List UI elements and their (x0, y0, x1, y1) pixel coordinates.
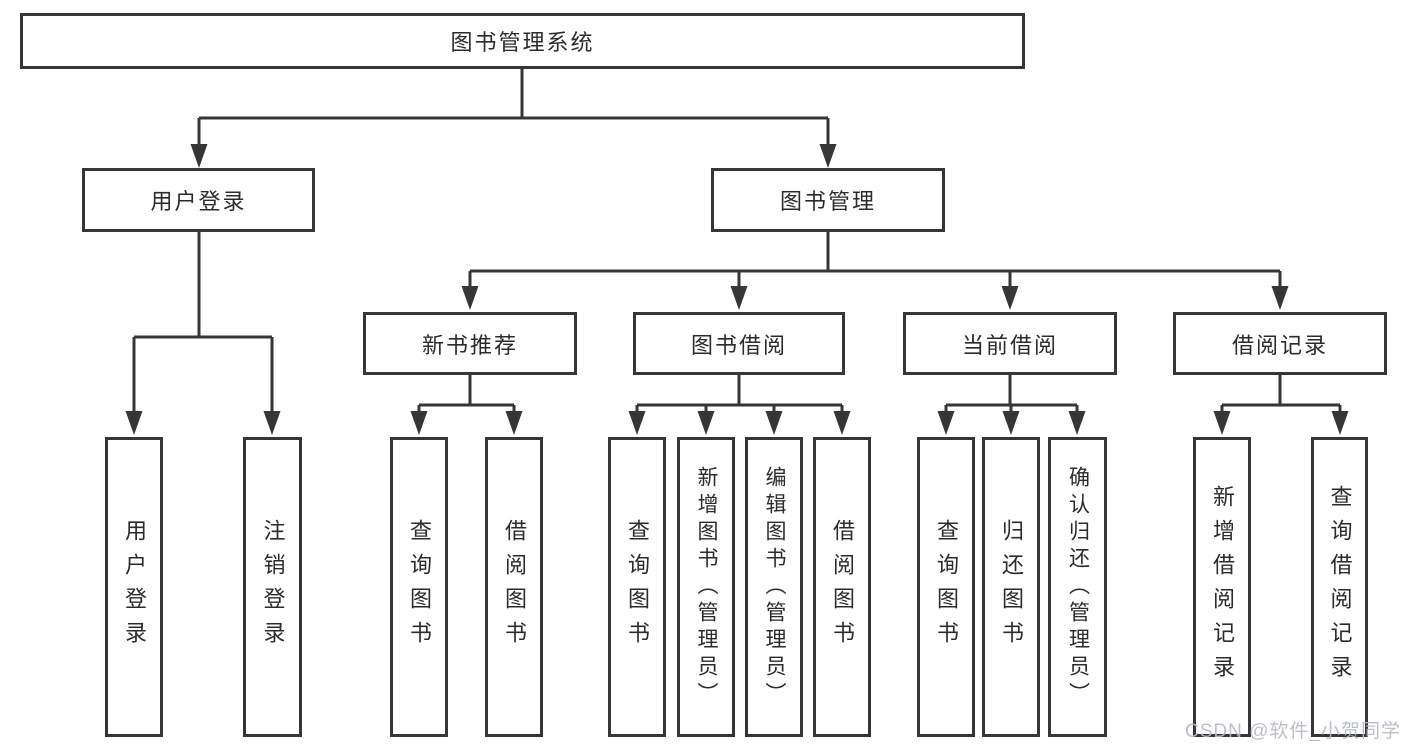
node-user-login: 用户登录 (82, 168, 315, 232)
node-leaf-query-borrow-record: 查询借阅记录 (1311, 437, 1368, 737)
node-leaf-logout: 注销登录 (243, 437, 302, 737)
node-leaf-add-borrow-record: 新增借阅记录 (1193, 437, 1251, 737)
node-leaf-edit-book-admin: 编辑图书（管理员） (745, 437, 803, 737)
node-leaf-return-books: 归还图书 (982, 437, 1040, 737)
node-library-system: 图书管理系统 (20, 13, 1025, 69)
node-leaf-add-book-admin: 新增图书（管理员） (677, 437, 735, 737)
node-leaf-borrow-books-2: 借阅图书 (813, 437, 871, 737)
node-current-borrow: 当前借阅 (903, 312, 1117, 375)
csdn-watermark: CSDN @软件_小贺同学 (1185, 721, 1401, 742)
node-leaf-query-books-2: 查询图书 (608, 437, 666, 737)
connector-borrow-records-children (1213, 375, 1349, 435)
connector-root-to-level2 (190, 69, 837, 168)
connector-book-borrow-children (628, 375, 851, 435)
node-leaf-query-books-3: 查询图书 (917, 437, 975, 737)
node-new-book-recommend: 新书推荐 (363, 312, 577, 375)
node-book-management: 图书管理 (711, 168, 945, 232)
node-leaf-confirm-return-admin: 确认归还（管理员） (1048, 437, 1107, 737)
node-leaf-borrow-books-1: 借阅图书 (485, 437, 543, 737)
connector-user-login-children (125, 232, 281, 435)
node-borrow-records: 借阅记录 (1173, 312, 1387, 375)
node-leaf-user-login: 用户登录 (105, 437, 163, 737)
connector-book-management-children (461, 232, 1289, 310)
node-book-borrow: 图书借阅 (633, 312, 845, 375)
node-leaf-query-books-1: 查询图书 (390, 437, 448, 737)
connector-new-book-recommend-children (410, 375, 523, 435)
connector-current-borrow-children (937, 375, 1086, 435)
